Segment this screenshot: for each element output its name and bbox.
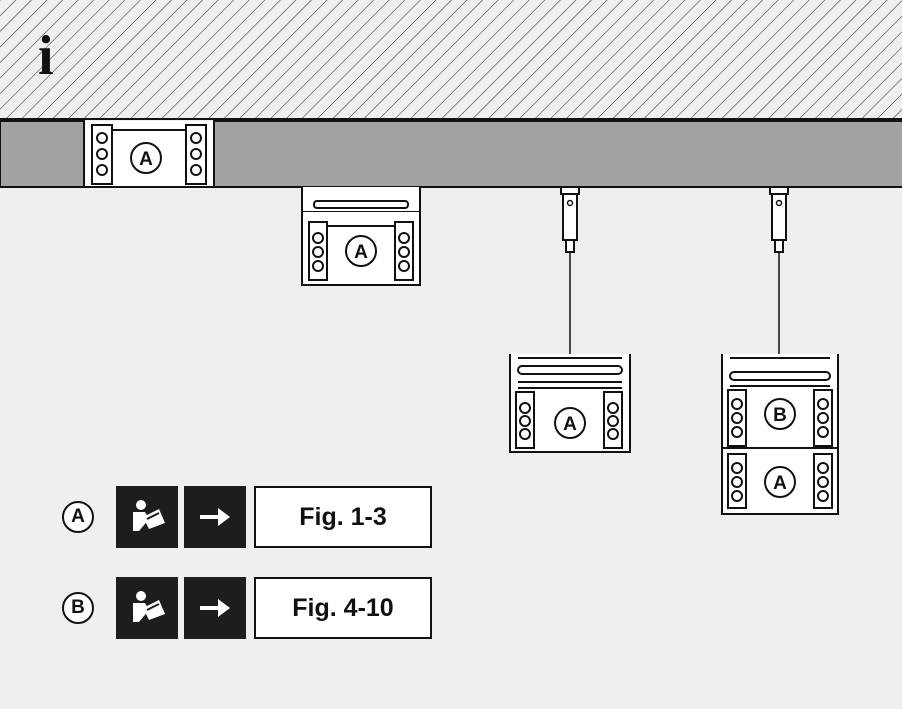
track-4-label-upper: B	[773, 405, 787, 426]
track-1-label: A	[139, 149, 153, 170]
track-recessed: A	[83, 121, 215, 188]
ceiling-slab-right	[213, 120, 902, 188]
track-suspended-double: B A	[721, 186, 839, 515]
legend-row-b: B Fig. 4-10	[62, 577, 432, 639]
track-1-badge	[130, 142, 162, 174]
track-3-label: A	[563, 414, 577, 435]
track-4-badge-lower	[764, 466, 796, 498]
legend-badge-b: B	[62, 592, 94, 624]
legend-fig-ref-a: Fig. 1-3	[254, 486, 432, 548]
arrow-right-icon	[184, 577, 246, 639]
read-manual-icon	[116, 486, 178, 548]
legend-badge-a: A	[62, 501, 94, 533]
legend-fig-ref-b: Fig. 4-10	[254, 577, 432, 639]
track-3-badge	[554, 407, 586, 439]
read-manual-icon	[116, 577, 178, 639]
ceiling-slab-left	[0, 120, 85, 188]
track-4-label-lower: A	[773, 473, 787, 494]
info-icon: i	[38, 25, 54, 87]
legend-row-a: A Fig. 1-3	[62, 486, 432, 548]
ceiling-hatch	[0, 0, 902, 119]
track-2-badge	[345, 235, 377, 267]
track-surface: A	[301, 187, 421, 286]
arrow-right-icon	[184, 486, 246, 548]
track-suspended-single: A	[509, 186, 631, 453]
track-2-label: A	[354, 242, 368, 263]
track-4-badge-upper	[764, 398, 796, 430]
